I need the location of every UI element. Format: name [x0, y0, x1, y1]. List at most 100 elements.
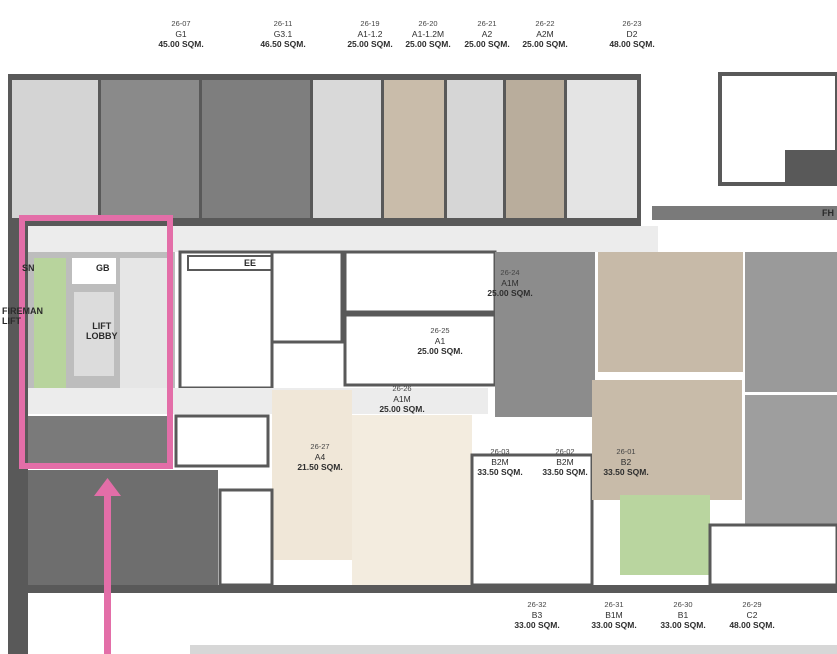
unit-number: 26-32	[527, 600, 547, 609]
unit-far-east	[745, 252, 837, 392]
fh-label: FH	[822, 208, 834, 218]
unit-number: 26-30	[673, 600, 693, 609]
unit-26-07	[101, 80, 199, 218]
unit-26-24	[270, 250, 344, 344]
core-green-shaft	[34, 258, 66, 408]
unit-label-26-11: 26-11 G3.1 46.50 SQM.	[260, 19, 305, 49]
gb-room	[72, 258, 116, 284]
fireman-lift-label: FIREMAN LIFT	[2, 306, 43, 326]
unit-26-19	[313, 80, 381, 218]
unit-label-26-03: 26-03 B2M 33.50 SQM.	[477, 447, 522, 477]
gb-label: GB	[96, 263, 110, 273]
ne-shaft	[785, 150, 837, 184]
corridor-middle	[28, 388, 488, 414]
unit-number: 26-11	[273, 19, 293, 28]
unit-label-26-22: 26-22 A2M 25.00 SQM.	[522, 19, 567, 49]
unit-stair-north	[12, 80, 98, 218]
unit-type: B2M	[491, 457, 509, 467]
unit-26-03	[352, 415, 472, 585]
unit-type: A4	[314, 452, 326, 462]
unit-type: B1	[677, 610, 689, 620]
unit-type: B3	[531, 610, 543, 620]
access-route-line	[104, 494, 111, 654]
unit-area: 48.00 SQM.	[609, 39, 655, 49]
unit-26-21	[447, 80, 503, 218]
unit-number: 26-20	[418, 19, 438, 28]
unit-area: 25.00 SQM.	[347, 39, 393, 49]
unit-type: D2	[626, 29, 638, 39]
unit-type: A1M	[501, 278, 519, 288]
unit-number: 26-25	[430, 326, 450, 335]
unit-type: A1	[434, 336, 446, 346]
unit-26-23	[567, 80, 637, 218]
access-route-arrow	[94, 478, 121, 496]
unit-26-27	[272, 390, 352, 560]
unit-number: 26-29	[742, 600, 762, 609]
unit-area: 21.50 SQM.	[297, 462, 343, 472]
unit-26-11	[202, 80, 310, 218]
unit-number: 26-02	[555, 447, 575, 456]
unit-label-26-23: 26-23 D2 48.00 SQM.	[609, 19, 654, 49]
podium-edge	[190, 645, 837, 654]
unit-label-26-30: 26-30 B1 33.00 SQM.	[660, 600, 705, 630]
unit-number: 26-24	[500, 268, 520, 277]
unit-area: 25.00 SQM.	[464, 39, 510, 49]
unit-label-26-21: 26-21 A2 25.00 SQM.	[464, 19, 509, 49]
unit-area: 45.00 SQM.	[158, 39, 204, 49]
unit-type: A1-1.2	[357, 29, 383, 39]
unit-label-26-07: 26-07 G1 45.00 SQM.	[158, 19, 203, 49]
unit-area: 25.00 SQM.	[405, 39, 451, 49]
unit-label-26-25: 26-25 A1 25.00 SQM.	[417, 326, 462, 356]
unit-26-29	[708, 523, 837, 587]
unit-area: 33.50 SQM.	[542, 467, 588, 477]
unit-number: 26-07	[171, 19, 191, 28]
unit-label-26-26: 26-26 A1M 25.00 SQM.	[379, 384, 424, 414]
lift-lobby-area	[74, 292, 114, 376]
unit-east-block	[495, 252, 595, 417]
unit-number: 26-31	[604, 600, 624, 609]
unit-sw-small	[218, 488, 274, 587]
unit-area: 33.50 SQM.	[477, 467, 523, 477]
core-stair	[178, 250, 274, 390]
lift-lobby-highlight	[19, 215, 173, 469]
unit-se	[745, 395, 837, 525]
unit-number: 26-21	[477, 19, 497, 28]
unit-26-02	[470, 453, 594, 587]
unit-area: 46.50 SQM.	[260, 39, 306, 49]
unit-number: 26-27	[310, 442, 330, 451]
unit-label-26-27: 26-27 A4 21.50 SQM.	[297, 442, 342, 472]
east-wall-strip	[652, 206, 837, 220]
ee-label: EE	[244, 258, 257, 268]
unit-number: 26-23	[622, 19, 642, 28]
unit-area: 25.00 SQM.	[522, 39, 568, 49]
unit-area: 33.00 SQM.	[514, 620, 560, 630]
sn-label: SN	[22, 263, 35, 273]
unit-type: B2M	[556, 457, 574, 467]
unit-east-beige	[598, 252, 743, 372]
unit-type: A1-1.2M	[411, 29, 445, 39]
lift-lobby-label: LIFT LOBBY	[86, 321, 118, 341]
unit-label-26-32: 26-32 B3 33.00 SQM.	[514, 600, 559, 630]
unit-label-26-01: 26-01 B2 33.50 SQM.	[603, 447, 648, 477]
lift-shafts	[120, 258, 170, 388]
unit-type: B1M	[605, 610, 623, 620]
unit-label-26-31: 26-31 B1M 33.00 SQM.	[591, 600, 636, 630]
unit-area: 48.00 SQM.	[729, 620, 775, 630]
unit-area: 25.00 SQM.	[379, 404, 425, 414]
unit-area: 25.00 SQM.	[487, 288, 533, 298]
unit-type: C2	[746, 610, 758, 620]
unit-sw-room	[174, 414, 270, 468]
unit-26-22	[506, 80, 564, 218]
unit-type: G1	[175, 29, 187, 39]
corridor-north	[28, 226, 658, 252]
unit-label-26-24: 26-24 A1M 25.00 SQM.	[487, 268, 532, 298]
unit-type: G3.1	[273, 29, 293, 39]
unit-26-25	[343, 313, 497, 387]
unit-type: A2	[481, 29, 493, 39]
unit-label-26-20: 26-20 A1-1.2M 25.00 SQM.	[405, 19, 450, 49]
unit-sw-wet	[28, 416, 168, 466]
unit-area: 33.50 SQM.	[603, 467, 649, 477]
unit-type: B2	[620, 457, 632, 467]
unit-type: A1M	[393, 394, 411, 404]
green-terrace	[620, 495, 710, 575]
